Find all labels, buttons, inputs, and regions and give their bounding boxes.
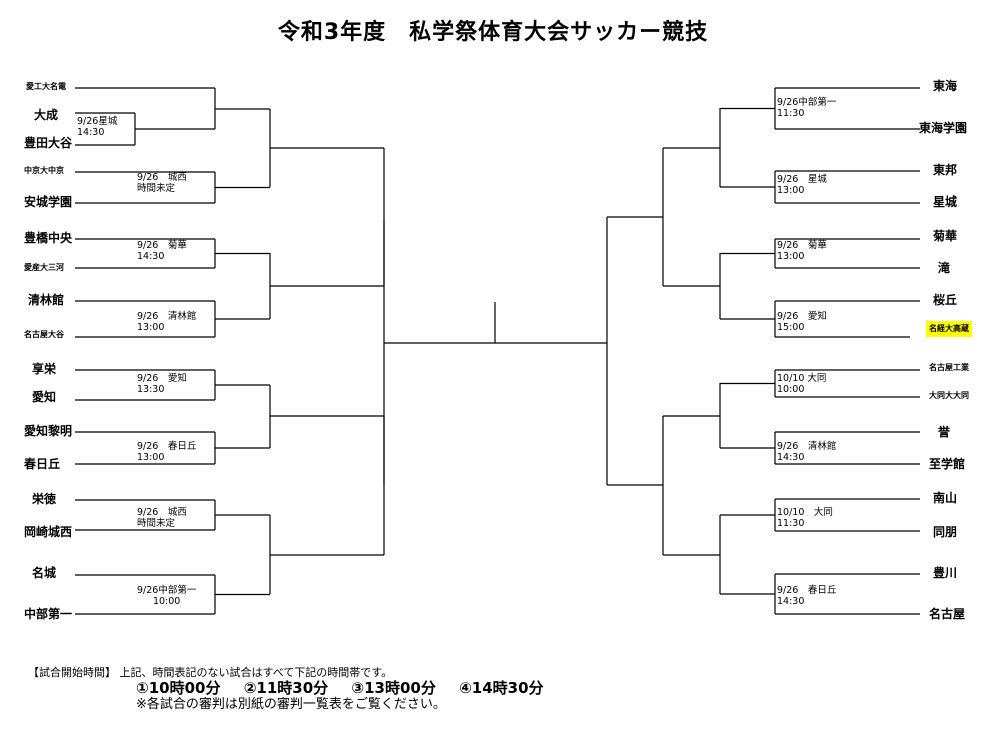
team-right: 東海学園 xyxy=(918,121,967,135)
footer-text: 上記、時間表記のない試合はすべて下記の時間帯です。 xyxy=(119,666,393,679)
team-left: 中部第一 xyxy=(24,607,73,621)
team-left: 中京大中京 xyxy=(24,166,64,175)
footer: 【試合開始時間】 上記、時間表記のない試合はすべて下記の時間帯です。 ①10時0… xyxy=(28,666,968,712)
team-right: 南山 xyxy=(932,491,957,505)
team-right: 東邦 xyxy=(932,163,957,177)
team-left: 春日丘 xyxy=(24,457,61,471)
team-left: 安城学園 xyxy=(24,195,73,209)
team-left: 豊橋中央 xyxy=(24,231,73,245)
team-right: 誉 xyxy=(937,425,950,439)
team-right: 滝 xyxy=(937,261,950,275)
team-right: 大同大大同 xyxy=(929,391,969,400)
start-times: ①10時00分 ②11時30分 ③13時00分 ④14時30分 xyxy=(136,680,968,697)
start-time: ②11時30分 xyxy=(243,679,329,697)
start-time: ①10時00分 xyxy=(136,679,221,697)
team-right-highlighted: 名経大高蔵 xyxy=(926,321,972,337)
team-right: 星城 xyxy=(932,195,957,209)
match-label: 9/26 城西時間未定 xyxy=(137,172,187,194)
footer-heading: 【試合開始時間】 xyxy=(28,666,116,679)
team-left: 愛知黎明 xyxy=(24,424,73,438)
team-left: 岡崎城西 xyxy=(24,525,73,539)
start-time: ③13時00分 xyxy=(351,679,436,697)
team-left: 清林館 xyxy=(28,293,65,307)
team-right: 名古屋工業 xyxy=(929,363,969,372)
team-right: 菊華 xyxy=(932,229,957,243)
team-left: 愛知 xyxy=(32,390,57,404)
footer-heading-line: 【試合開始時間】 上記、時間表記のない試合はすべて下記の時間帯です。 xyxy=(28,666,968,680)
team-left: 愛産大三河 xyxy=(24,263,64,272)
start-time: ④14時30分 xyxy=(459,679,544,697)
page-title: 令和3年度 私学祭体育大会サッカー競技 xyxy=(277,20,709,45)
team-left: 享栄 xyxy=(32,362,57,376)
team-left: 愛工大名電 xyxy=(26,82,66,91)
team-left: 名城 xyxy=(32,566,57,580)
team-right: 同朋 xyxy=(932,525,957,539)
team-left: 栄徳 xyxy=(32,492,57,506)
team-left: 豊田大谷 xyxy=(24,136,73,150)
team-right: 至学館 xyxy=(928,457,965,471)
team-right: 名古屋 xyxy=(928,607,965,621)
team-right: 豊川 xyxy=(932,566,957,580)
team-right: 東海 xyxy=(932,79,957,93)
team-right: 桜丘 xyxy=(932,293,957,307)
referee-note: ※各試合の審判は別紙の審判一覧表をご覧ください。 xyxy=(136,697,446,712)
match-label: 9/26 城西時間未定 xyxy=(137,507,187,529)
team-left: 大成 xyxy=(34,108,59,122)
team-left: 名古屋大谷 xyxy=(24,330,64,339)
